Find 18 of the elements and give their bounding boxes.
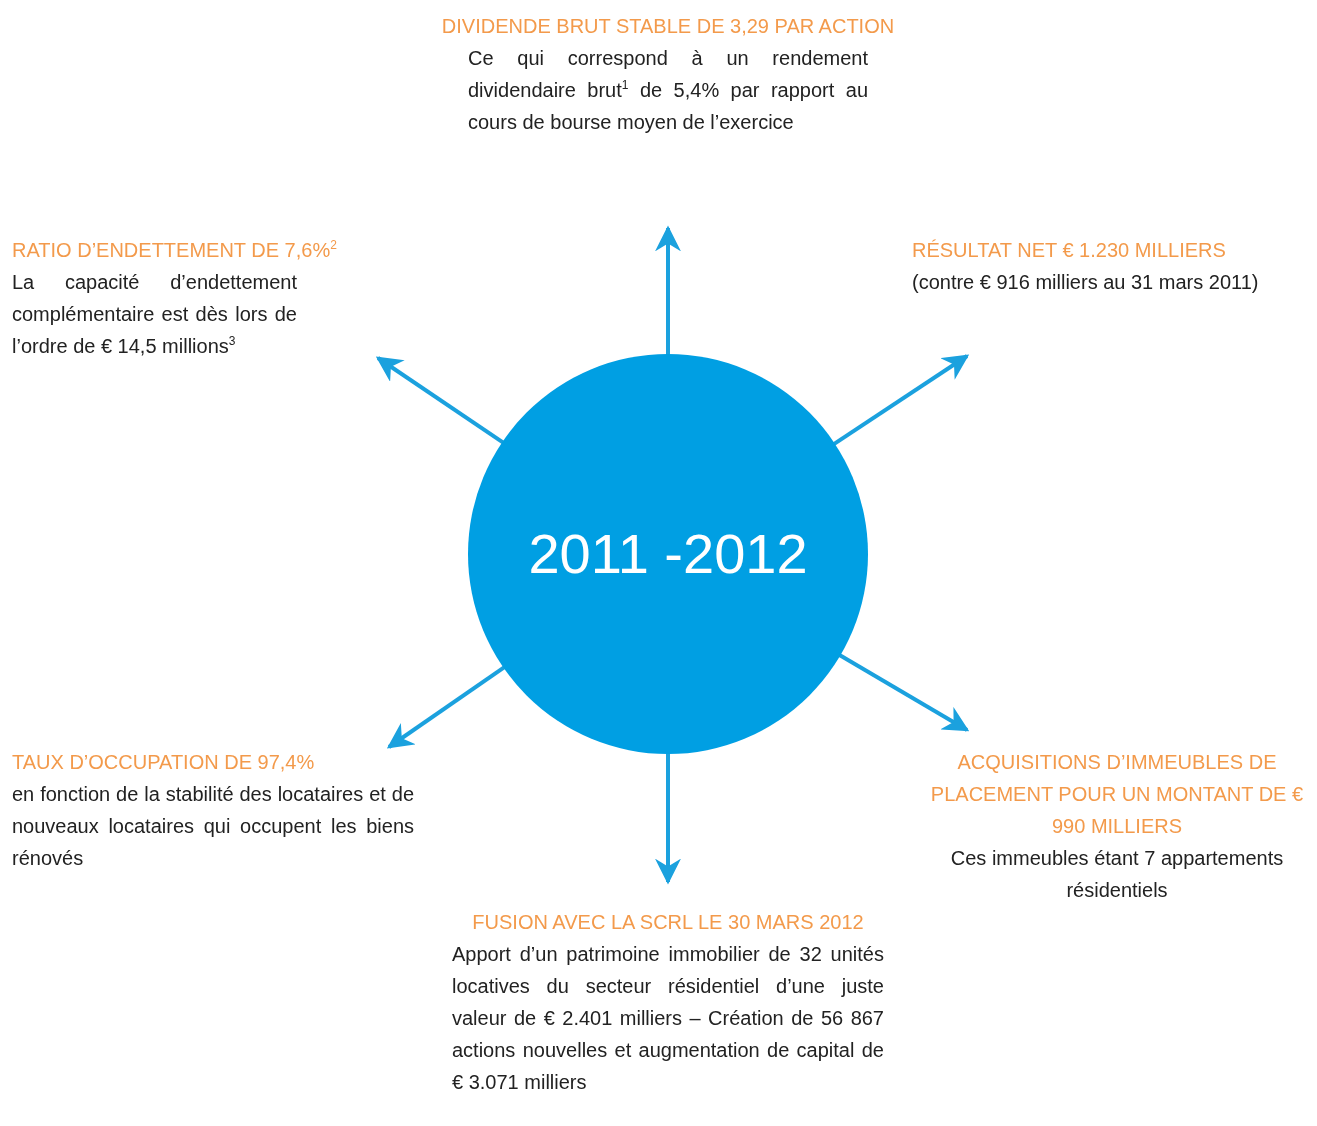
- highlight-heading: TAUX D’OCCUPATION DE 97,4%: [12, 750, 316, 775]
- highlight-heading: ACQUISITIONS D’IMMEUBLES DE PLACEMENT POUR UN MONTANT DE € 990 MILLIERS: [929, 750, 1305, 839]
- arrow: [837, 652, 970, 732]
- highlight-description: Ce qui correspond à un rendement dividendaire brut$^{1}$ de 5,4% par rapport au cours de bourse moyen de l’exercice: [468, 46, 868, 135]
- highlight-heading: FUSION AVEC LA SCRL LE 30 MARS 2012: [471, 910, 865, 935]
- highlight-heading: RÉSULTAT NET € 1.230 MILLIERS: [912, 238, 1227, 263]
- highlight-description: en fonction de la stabilité des locataires et de nouveaux locataires qui occupent les biens rénovés: [12, 782, 414, 871]
- arrow: [375, 356, 506, 445]
- highlight-description: (contre € 916 milliers au 31 mars 2011): [912, 270, 1260, 295]
- highlight-description: Apport d’un patrimoine immobilier de 32 unités locatives du secteur résidentiel d’une juste valeur de € 2.401 milliers – Création de 56 867 actions nouvelles et augmentation de capital de € 3.071 milliers: [452, 942, 884, 1095]
- arrow: [655, 225, 681, 356]
- highlight-heading: RATIO D’ENDETTEMENT DE 7,6%$^{2}$: [12, 237, 338, 263]
- arrow: [832, 354, 970, 447]
- arrow: [386, 665, 507, 749]
- arrow: [655, 752, 681, 885]
- highlight-description: Ces immeubles étant 7 appartements résidentiels: [949, 846, 1285, 903]
- highlight-heading: DIVIDENDE BRUT STABLE DE 3,29 PAR ACTION: [440, 14, 896, 39]
- highlight-description: La capacité d’endettement complémentaire est dès lors de l’ordre de € 14,5 millions$^{3}$: [12, 270, 297, 359]
